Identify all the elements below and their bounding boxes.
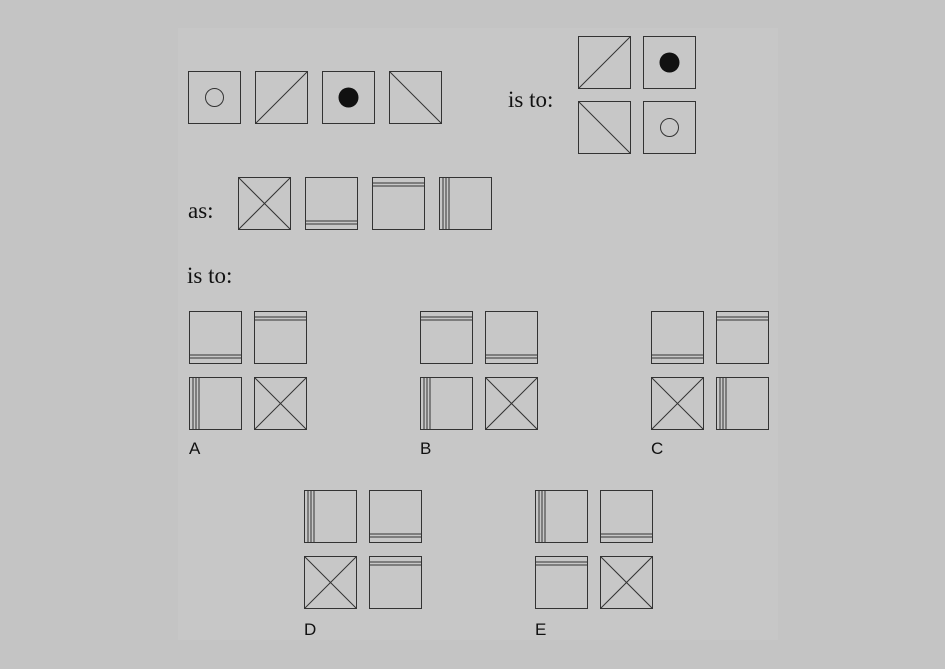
- option-d-label: D: [304, 620, 317, 639]
- double-line-top-cell: [254, 311, 307, 364]
- diagonal-slash-cell: [255, 71, 308, 124]
- cross-x-cell: [254, 377, 307, 430]
- dot-filled-cell: [643, 36, 696, 89]
- cross-x-cell: [651, 377, 704, 430]
- cross-x-cell: [304, 556, 357, 609]
- triple-line-left-cell: [304, 490, 357, 543]
- triple-line-left-cell: [439, 177, 492, 230]
- double-line-bottom-cell: [651, 311, 704, 364]
- cross-x-cell: [485, 377, 538, 430]
- diagonal-backslash-cell: [389, 71, 442, 124]
- option-b-label: B: [420, 439, 432, 458]
- is-to-label-2: is to:: [187, 263, 233, 288]
- double-line-bottom-cell: [369, 490, 422, 543]
- cross-x-cell: [238, 177, 291, 230]
- double-line-top-cell: [535, 556, 588, 609]
- option-e-label: E: [535, 620, 547, 639]
- triple-line-left-cell: [189, 377, 242, 430]
- double-line-bottom-cell: [305, 177, 358, 230]
- triple-line-left-cell: [716, 377, 769, 430]
- double-line-top-cell: [369, 556, 422, 609]
- cross-x-cell: [600, 556, 653, 609]
- triple-line-left-cell: [420, 377, 473, 430]
- option-c-label: C: [651, 439, 664, 458]
- dot-filled-cell: [322, 71, 375, 124]
- option-a-label: A: [189, 439, 201, 458]
- diagonal-backslash-cell: [578, 101, 631, 154]
- is-to-label-1: is to:: [508, 87, 554, 112]
- circle-open-cell: [643, 101, 696, 154]
- triple-line-left-cell: [535, 490, 588, 543]
- double-line-top-cell: [420, 311, 473, 364]
- as-label: as:: [188, 198, 214, 223]
- double-line-bottom-cell: [189, 311, 242, 364]
- double-line-bottom-cell: [600, 490, 653, 543]
- circle-open-cell: [188, 71, 241, 124]
- double-line-top-cell: [372, 177, 425, 230]
- diagonal-slash-cell: [578, 36, 631, 89]
- double-line-top-cell: [716, 311, 769, 364]
- double-line-bottom-cell: [485, 311, 538, 364]
